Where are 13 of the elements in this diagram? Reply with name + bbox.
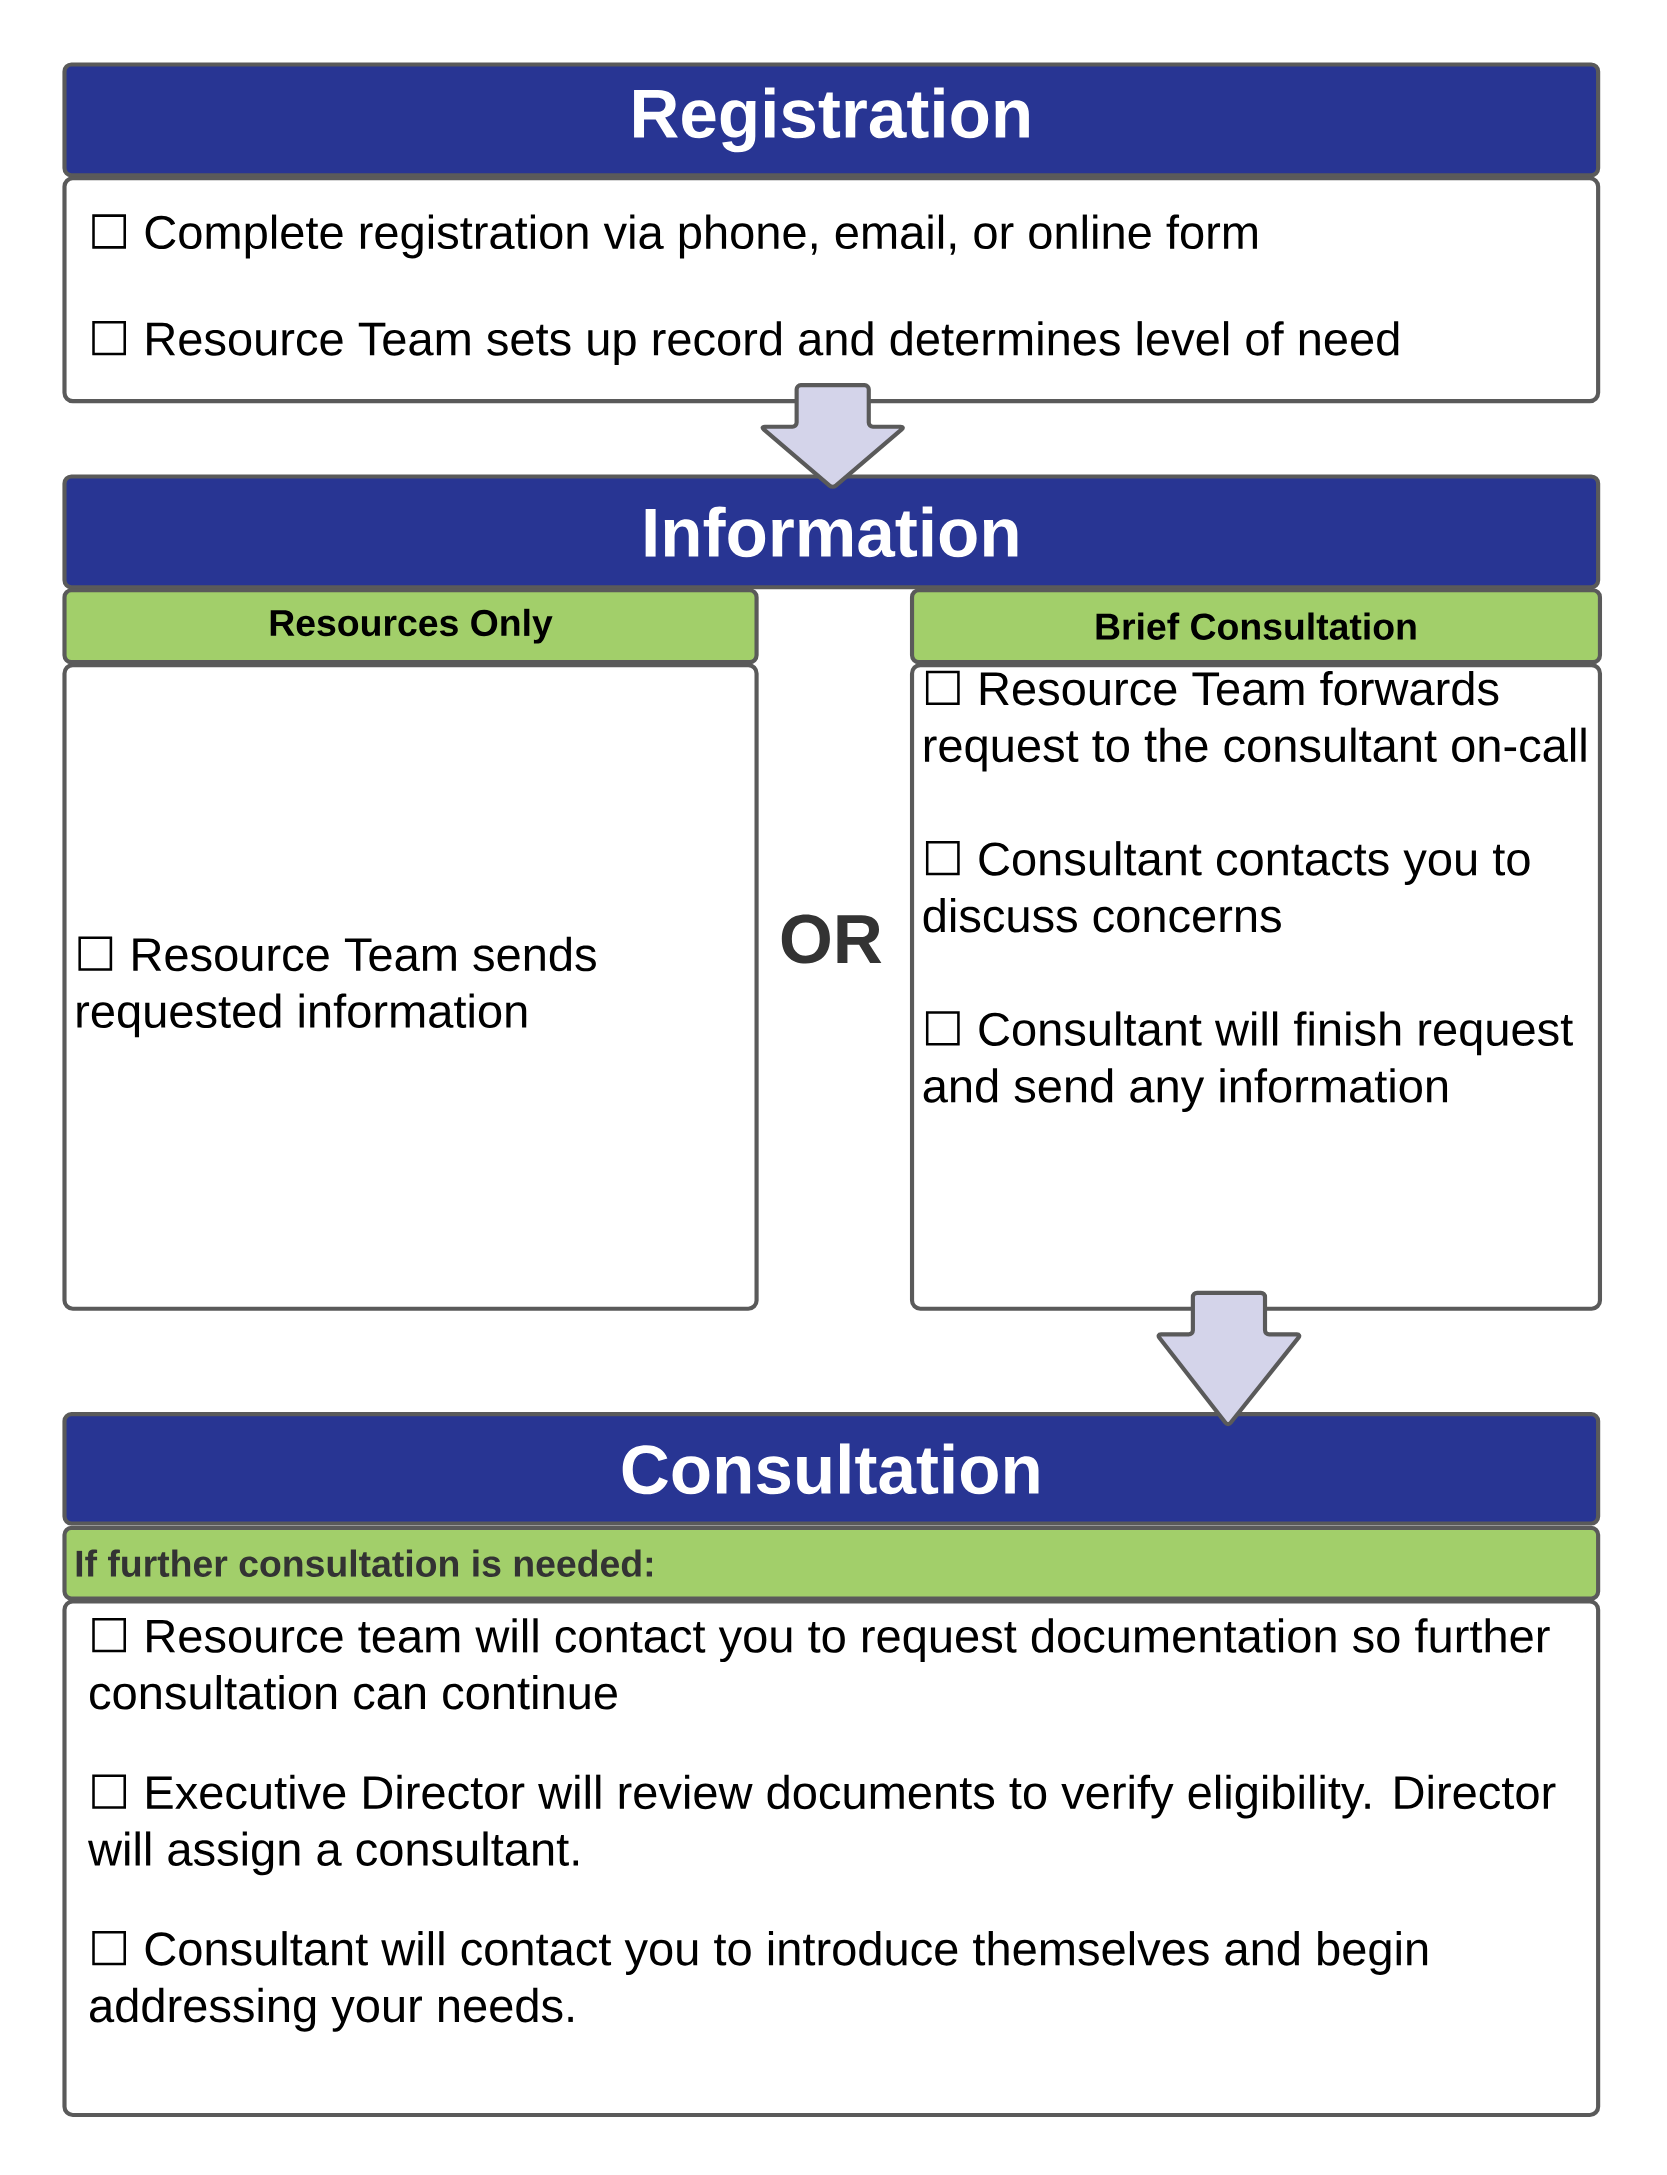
- subheader-bar: If further consultation is needed:: [62, 1525, 1601, 1601]
- section-header: Consultation: [62, 1412, 1601, 1526]
- section-header: Information: [62, 474, 1601, 590]
- or-label: OR: [781, 914, 882, 964]
- section-header: Registration: [62, 62, 1601, 178]
- subheader-bar: Brief Consultation: [909, 588, 1602, 665]
- checklist-box: ☐ Resource team will contact you to request documentation so further consultation can continue ☐ Executive Director will review documents to verify eligibility. Director will assign a consultant. ☐ Consultant will contact you to introduce themselves and begin addressing your needs.: [62, 1599, 1601, 2118]
- block-arrow: [760, 383, 905, 489]
- subheader-bar: Resources Only: [62, 588, 759, 665]
- checklist-box: ☐ Resource Team sends requested information: [62, 663, 759, 1311]
- block-arrow: [1156, 1290, 1302, 1427]
- checklist-box: ☐ Resource Team forwards request to the consultant on-call ☐ Consultant contacts you to discuss concerns ☐ Consultant will finish request and send any information: [909, 663, 1602, 1311]
- checklist-box: ☐ Complete registration via phone, email, or online form ☐ Resource Team sets up record and determines level of need: [62, 176, 1601, 404]
